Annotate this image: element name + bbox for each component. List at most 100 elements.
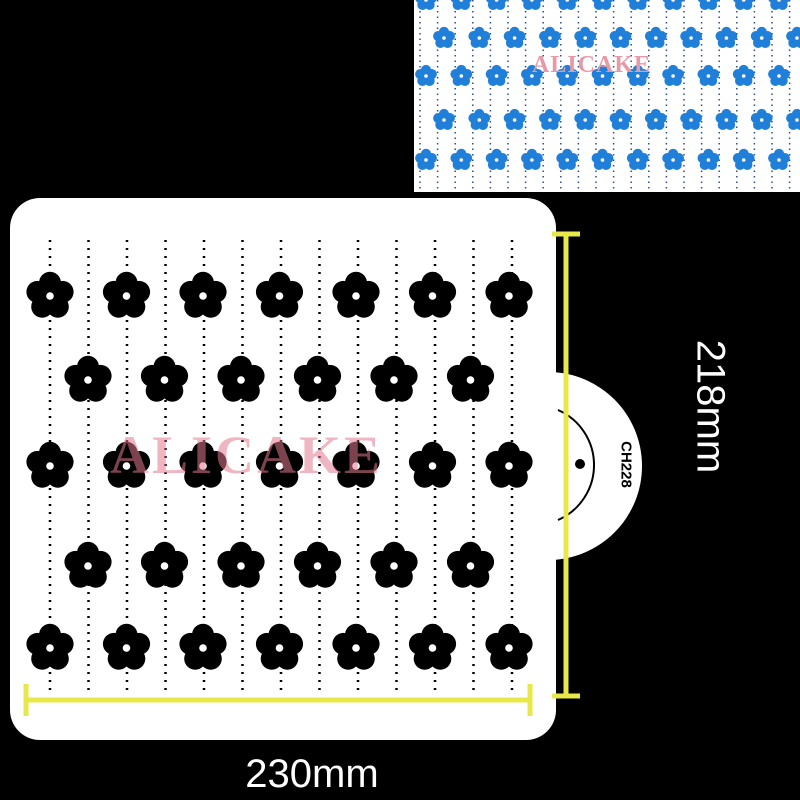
flower-icon <box>539 108 561 130</box>
flower-icon <box>521 64 543 86</box>
flower-icon <box>370 541 418 588</box>
flower-icon <box>332 623 380 670</box>
flower-icon <box>293 355 342 402</box>
flower-icon <box>255 441 304 488</box>
flower-icon <box>697 0 719 10</box>
flower-icon <box>468 108 491 130</box>
flower-icon <box>450 0 472 10</box>
flower-icon <box>140 355 189 402</box>
flower-icon <box>556 0 578 10</box>
flower-icon <box>733 0 755 10</box>
flower-icon <box>521 148 543 170</box>
watermark-small: ALICAKE <box>532 52 652 78</box>
height-label: 218mm <box>688 339 733 474</box>
flower-icon <box>217 541 265 588</box>
flower-icon <box>468 26 491 49</box>
flower-icon <box>450 148 473 170</box>
flower-icon <box>680 26 702 49</box>
measurement-lines <box>23 231 580 716</box>
flower-icon <box>503 26 526 49</box>
flower-icon <box>591 64 614 86</box>
flower-icon <box>609 26 632 49</box>
flower-icon <box>539 26 561 49</box>
flower-icon <box>644 108 667 130</box>
flower-icon <box>485 64 508 86</box>
flower-icon <box>102 271 151 318</box>
flower-icon <box>626 64 649 86</box>
flower-icon <box>446 355 495 402</box>
flower-cutouts <box>26 271 533 670</box>
flower-icon <box>26 271 74 318</box>
flower-icon <box>179 441 227 488</box>
flower-icon <box>485 148 508 170</box>
flower-icon <box>662 148 684 170</box>
flower-icon <box>255 623 304 670</box>
flower-icon <box>556 148 579 170</box>
flower-icon <box>786 26 800 49</box>
flower-icon <box>768 64 790 86</box>
flower-icon <box>609 108 632 130</box>
flower-icon <box>574 108 597 130</box>
flower-icon <box>179 623 227 670</box>
flower-icon <box>433 26 455 49</box>
flower-icon <box>446 541 495 588</box>
flower-icon <box>217 355 265 402</box>
flower-icon <box>715 26 738 49</box>
flower-icon <box>140 541 189 588</box>
flower-icon <box>433 108 455 130</box>
flower-icon <box>408 271 457 318</box>
flower-icon <box>644 26 667 49</box>
flower-icon <box>485 623 533 670</box>
flower-icon <box>255 271 304 318</box>
flower-icon <box>732 148 755 170</box>
model-code: CH228 <box>617 441 635 488</box>
flower-icon <box>102 623 151 670</box>
width-label: 230mm <box>245 752 379 796</box>
flower-icon <box>332 271 380 318</box>
preview-panel <box>414 0 800 192</box>
flower-icon <box>786 108 800 130</box>
flower-icon <box>556 64 579 86</box>
flower-icon <box>415 148 437 170</box>
flower-icon <box>715 108 738 130</box>
flower-icon <box>370 355 418 402</box>
flower-icon <box>415 0 437 10</box>
flower-icon <box>627 0 649 10</box>
flower-icon <box>591 0 614 10</box>
flower-icon <box>179 271 227 318</box>
flower-icon <box>697 148 720 170</box>
flower-icon <box>64 541 112 588</box>
flower-icon <box>450 64 473 86</box>
flower-icon <box>503 108 526 130</box>
flower-icon <box>332 441 380 488</box>
flower-icon <box>521 0 543 10</box>
flower-icon <box>486 0 508 10</box>
flower-icon <box>750 108 773 130</box>
flower-icon <box>102 441 151 488</box>
flower-icon <box>485 271 533 318</box>
flower-icon <box>591 148 614 170</box>
handle-dot <box>575 459 585 469</box>
flower-icon <box>26 623 74 670</box>
watermark-large: ALICAKE <box>110 425 384 485</box>
flower-icon <box>732 64 755 86</box>
handle-arc <box>557 409 596 521</box>
flower-icon <box>408 623 457 670</box>
flower-icon <box>697 64 720 86</box>
preview-pattern <box>414 0 800 192</box>
flower-icon <box>64 355 112 402</box>
flower-icon <box>626 148 649 170</box>
flower-icon <box>415 64 437 86</box>
flower-icon <box>485 441 533 488</box>
flower-icon <box>680 108 702 130</box>
flower-icon <box>750 26 773 49</box>
flower-icon <box>768 148 790 170</box>
flower-icon <box>662 0 684 10</box>
flower-icon <box>662 64 684 86</box>
flower-icon <box>408 441 457 488</box>
flower-icon <box>768 0 790 10</box>
flower-icon <box>26 441 74 488</box>
flower-icon <box>293 541 342 588</box>
flower-icon <box>574 26 597 49</box>
